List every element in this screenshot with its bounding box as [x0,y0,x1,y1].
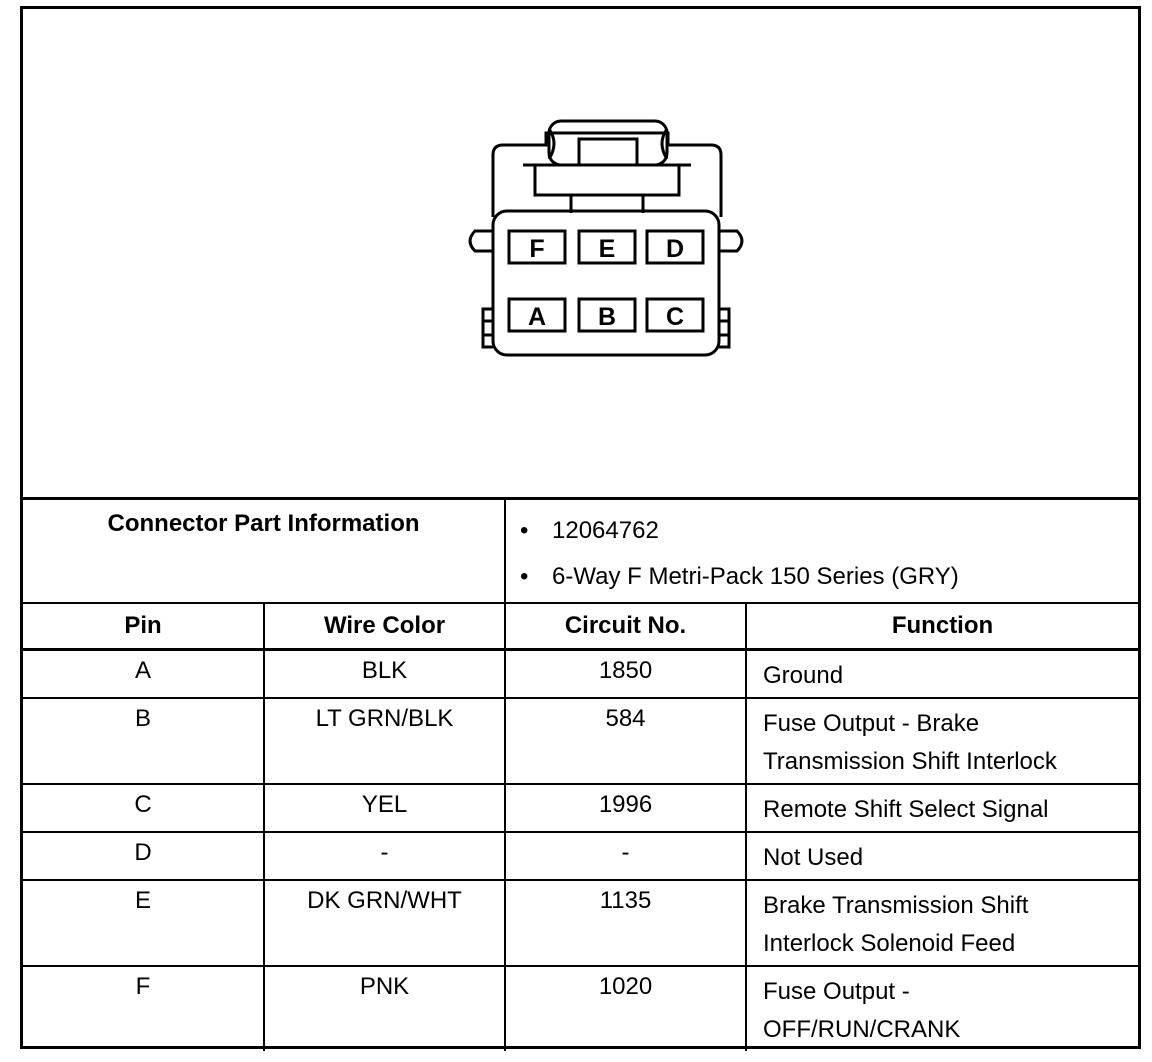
function-cell: Fuse Output - OFF/RUN/CRANK [745,965,1139,1051]
table-row: D--Not Used [23,831,1139,881]
wire-color-cell: DK GRN/WHT [262,879,507,967]
header-pin: Pin [23,602,265,651]
function-line: OFF/RUN/CRANK [763,1016,961,1043]
function-cell: Not Used [745,831,1139,881]
part-info-label: Connector Part Information [23,497,507,604]
pin-label-f: F [529,235,544,263]
pin-cavity-c [645,297,705,333]
pin-label-d: D [666,235,684,263]
wire-color-cell: PNK [262,965,507,1051]
header-wire-color: Wire Color [262,602,507,651]
pin-cavity-d [645,229,705,265]
pin-cavity-b [577,297,637,333]
header-circuit: Circuit No. [504,602,748,651]
wire-color-cell: LT GRN/BLK [262,697,507,785]
pin-cell: B [23,697,265,785]
pin-label-b: B [598,303,616,331]
circuit-cell: 584 [504,697,748,785]
part-info-row: Connector Part Information • 12064762 • 6-… [23,497,1139,604]
part-info-item: • 12064762 [520,508,1138,554]
wire-color-cell: YEL [262,783,507,833]
pin-label-e: E [599,235,616,263]
table-header-row: Pin Wire Color Circuit No. Function [23,602,1139,651]
pin-label-c: C [666,303,684,331]
function-line: Not Used [763,844,864,871]
function-line: Ground [763,662,844,689]
wire-color-cell: - [262,831,507,881]
connector-diagram: F E D A B C [23,9,1138,497]
pin-cavity-e [577,229,637,265]
circuit-cell: 1996 [504,783,748,833]
function-line: Interlock Solenoid Feed [763,930,1016,957]
part-number: 12064762 [552,517,659,544]
part-info-item: • 6-Way F Metri-Pack 150 Series (GRY) [520,554,1138,600]
function-line: Fuse Output - [763,978,910,1005]
circuit-cell: - [504,831,748,881]
circuit-cell: 1850 [504,648,748,699]
pin-cell: E [23,879,265,967]
part-info-values: • 12064762 • 6-Way F Metri-Pack 150 Series… [504,497,1139,604]
pin-cavity-f [507,229,567,265]
pin-label-a: A [528,303,546,331]
circuit-cell: 1135 [504,879,748,967]
bullet: • [520,563,529,590]
pin-cell: F [23,965,265,1051]
connector-description: 6-Way F Metri-Pack 150 Series (GRY) [552,563,959,590]
function-line: Transmission Shift Interlock [763,748,1057,775]
header-function: Function [745,602,1139,651]
pin-cavity-a [507,297,567,333]
connector-info-table: Connector Part Information • 12064762 • 6-… [23,497,1139,1051]
bullet: • [520,517,529,544]
function-line: Remote Shift Select Signal [763,796,1049,823]
wire-color-cell: BLK [262,648,507,699]
connector-face-drawing: F E D A B C [468,119,744,357]
function-cell: Remote Shift Select Signal [745,783,1139,833]
circuit-cell: 1020 [504,965,748,1051]
pin-cell: D [23,831,265,881]
function-line: Fuse Output - Brake [763,710,980,737]
function-cell: Ground [745,648,1139,699]
pin-cell: A [23,648,265,699]
pin-cell: C [23,783,265,833]
function-line: Brake Transmission Shift [763,892,1029,919]
